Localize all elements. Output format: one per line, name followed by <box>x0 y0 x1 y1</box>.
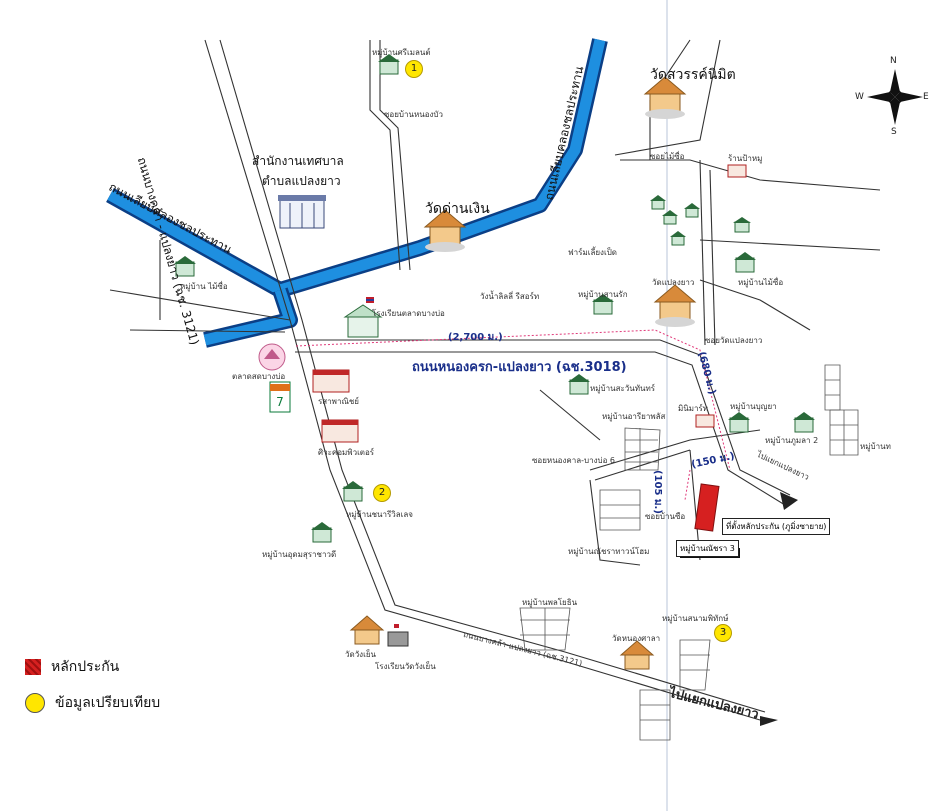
arrow-bottom-icon <box>760 716 778 726</box>
compass-e: E <box>923 92 929 102</box>
collateral-parcel <box>694 483 720 532</box>
comparison-circle-icon <box>25 693 45 713</box>
village-house-icon <box>793 412 815 433</box>
village-house-icon <box>378 54 400 75</box>
village-house-icon <box>662 210 678 225</box>
shop-icon <box>695 414 715 428</box>
collateral-swatch-icon <box>25 659 41 675</box>
market-icon <box>258 343 286 371</box>
collateral-label: ที่ตั้งหลักประกัน (ภูมิ่งซายาย) <box>722 518 831 535</box>
wat-nongsala-label: วัดหนองศาลา <box>612 634 661 643</box>
municipal-office-icon <box>278 195 326 229</box>
soi-6-label: ซอยหนองคาล-บางบ่อ 6 <box>532 456 615 465</box>
village-house-icon <box>342 481 364 502</box>
distance-105: (105 ม.) <box>652 470 663 514</box>
distance-2700: (2,700 ม.) <box>448 332 503 343</box>
thai-shop-label: รสาพาณิชย์ <box>318 397 359 406</box>
duck-farm-label: ฟาร์มเลี้ยงเป็ด <box>568 248 617 257</box>
temple-icon <box>619 640 655 670</box>
village-river-label: หมู่บ้านณัชราทาวน์โฮม <box>568 547 650 556</box>
village-house-icon <box>734 252 756 273</box>
wat-sawan-label: วัดสวรรค์นิมิต <box>650 67 736 83</box>
main-road-label: ถนนหนองครก-แปลงยาว (ฉช.3018) <box>412 360 627 375</box>
village-r3-label: หมู่บ้านณัชรา 3 <box>676 540 739 557</box>
soi-side-label: ซอยบ้านซือ <box>645 512 686 521</box>
market-label: ตลาดสดบางบ่อ <box>232 372 286 381</box>
village-bunya-label: หมู่บ้านบุญยา <box>730 402 777 411</box>
comparison-marker-1: 1 <box>405 60 423 78</box>
wat-danngern-label: วัดด่านเงิน <box>425 201 490 217</box>
soi-wat-label: ซอยวัดแปลงยาว <box>705 336 763 345</box>
road-network <box>109 39 881 721</box>
minimart-label: มินิมาร์ท <box>678 404 709 413</box>
village-house-icon <box>670 231 686 246</box>
village-house-icon <box>684 203 700 218</box>
village-3-label: หมู่บ้านสนามพิทักษ์ <box>662 614 729 623</box>
village-far-label: หมู่บ้านท <box>860 442 891 451</box>
village-house-icon <box>311 522 333 543</box>
wat-plaengyao-label: วัดแปลงยาว <box>652 278 695 287</box>
school-wangyen-label: โรงเรียนวัดวังเย็น <box>375 662 436 671</box>
village-ruay-label: หมู่บ้านอารียาพลัส <box>602 412 666 421</box>
svg-text:7: 7 <box>276 395 284 409</box>
resort-label: วังน้ำลิลลี่ รีสอร์ท <box>480 292 540 301</box>
village-house-icon <box>733 217 751 233</box>
compass-n: N <box>890 56 897 66</box>
village-house-icon <box>592 294 614 315</box>
temple-icon <box>423 209 467 252</box>
school-wangyen-icon <box>387 624 409 647</box>
temple-icon <box>653 284 697 327</box>
soi-nongbua-label: ซอยบ้านหนองบัว <box>384 110 443 119</box>
village-1-label: หมู่บ้านศรีเมลนต์ <box>372 48 431 57</box>
soi-maisue-label: ซอยไม้ซื่อ <box>650 152 685 161</box>
village-house-icon <box>728 412 750 433</box>
village-sanrat-label: หมู่บ้านสานรัก <box>578 290 628 299</box>
shop-icon <box>312 369 350 393</box>
village-udom-label: หมู่บ้านอุดมสุราชาวดี <box>262 550 337 559</box>
village-sawan-label: หมู่บ้านสะวันทันทร์ <box>590 384 656 393</box>
shop-icon <box>321 419 359 443</box>
village-maisue2-label: หมู่บ้านไม้ซื่อ <box>738 278 784 287</box>
school-icon <box>343 304 383 338</box>
office-label-2: ตำบลแปลงยาว <box>262 174 341 188</box>
wat-wangyen-label: วัดวังเย็น <box>345 650 376 659</box>
office-label: สำนักงานเทศบาล <box>252 154 344 168</box>
convenience-store-icon: 7 <box>269 381 291 413</box>
temple-icon <box>643 76 687 119</box>
compass-w: W <box>855 92 864 102</box>
comparison-marker-3: 3 <box>714 624 732 642</box>
legend-collateral-text: หลักประกัน <box>51 659 120 675</box>
arrow-right-icon <box>780 492 798 510</box>
village-house-icon <box>568 374 590 395</box>
legend-comparison: ข้อมูลเปรียบเทียบ <box>25 692 160 714</box>
housing-grids <box>519 364 859 741</box>
village-wisit-label: หมู่บ้านพลโยธิน <box>522 598 578 607</box>
village-2-label: หมู่บ้านชนารีวิลเลจ <box>346 510 413 519</box>
village-house-icon <box>174 256 196 277</box>
village-house-icon <box>650 195 666 210</box>
school-label: โรงเรียนตลาดบางบ่อ <box>372 309 445 318</box>
village-lala-label: หมู่บ้านภูมลา 2 <box>765 436 819 445</box>
comp-shop-label: ศิวะคอมพิวเตอร์ <box>318 448 375 457</box>
temple-icon <box>349 615 385 645</box>
flag-icon <box>366 297 374 303</box>
shop-label: ร้านป้าหมู <box>728 154 763 163</box>
legend-comparison-text: ข้อมูลเปรียบเทียบ <box>55 695 161 711</box>
shop-icon <box>727 164 747 178</box>
compass-s: S <box>891 127 897 137</box>
comparison-marker-2: 2 <box>373 484 391 502</box>
compass-rose-icon <box>867 69 923 125</box>
village-maisue-label: หมู่บ้าน ไม้ซื่อ <box>180 282 228 291</box>
legend-collateral: หลักประกัน <box>25 656 119 678</box>
route-segment <box>684 469 691 501</box>
